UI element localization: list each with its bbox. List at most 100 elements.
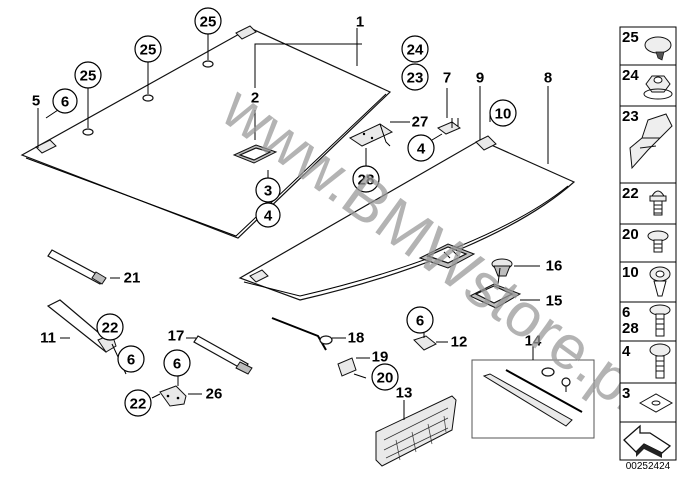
callout-21[interactable]: 21	[124, 270, 141, 287]
part-10-icon	[649, 266, 671, 297]
clip-19[interactable]	[337, 357, 357, 377]
callout-9[interactable]: 9	[476, 70, 484, 87]
callout-23[interactable]: 23	[401, 63, 429, 91]
net-grille-13[interactable]	[375, 395, 457, 467]
callout-6[interactable]: 6	[52, 88, 78, 114]
legend-label: 28	[622, 320, 639, 337]
callout-17[interactable]: 17	[168, 328, 185, 345]
callout-25[interactable]: 25	[194, 7, 222, 35]
callout-28[interactable]: 28	[352, 165, 380, 193]
legend-cell[interactable]: 23	[619, 105, 677, 184]
legend-label: 25	[622, 29, 639, 46]
legend-cell[interactable]: 4	[619, 340, 677, 384]
callout-22[interactable]: 22	[124, 389, 152, 417]
cover-handle[interactable]	[232, 144, 278, 164]
callout-25[interactable]: 25	[74, 61, 102, 89]
legend-label: 23	[622, 108, 639, 125]
callout-6[interactable]: 6	[163, 349, 191, 377]
callout-13[interactable]: 13	[396, 385, 413, 402]
diagram-code: 00252424	[626, 461, 671, 472]
callout-14[interactable]: 14	[525, 333, 542, 350]
part-6-28-icon	[649, 304, 671, 337]
direction-arrow-icon	[623, 424, 672, 458]
legend-cell[interactable]: 3	[619, 382, 677, 423]
legend-label: 3	[622, 385, 630, 402]
svg-text:3: 3	[264, 183, 272, 200]
gas-strut-21[interactable]	[47, 249, 107, 285]
svg-text:4: 4	[417, 141, 426, 158]
legend-label: 10	[622, 264, 639, 281]
legend-label: 4	[622, 343, 631, 360]
callout-18[interactable]: 18	[348, 330, 365, 347]
rivet-16[interactable]	[491, 258, 513, 277]
callout-25[interactable]: 25	[134, 35, 162, 63]
svg-text:6: 6	[61, 94, 69, 111]
callout-labels: 1 2 5 27 7 9 8 21 11 17 26 18 19 13 12 1…	[32, 14, 563, 403]
callout-2[interactable]: 2	[251, 90, 259, 107]
callout-8[interactable]: 8	[544, 70, 552, 87]
svg-text:22: 22	[130, 396, 147, 413]
gas-strut-17[interactable]	[193, 335, 253, 375]
callout-15[interactable]: 15	[546, 293, 563, 310]
bracket-12[interactable]	[413, 335, 437, 351]
svg-text:10: 10	[495, 106, 512, 123]
callout-11[interactable]: 11	[40, 330, 56, 347]
callout-4[interactable]: 4	[407, 134, 435, 162]
legend-label: 22	[622, 185, 639, 202]
legend-cell[interactable]: 25	[619, 26, 677, 66]
legend-cell[interactable]: 628	[619, 301, 677, 342]
bracket-27[interactable]	[348, 123, 394, 147]
svg-text:24: 24	[407, 42, 424, 59]
callout-1[interactable]: 1	[356, 14, 364, 31]
handle-holder-15[interactable]	[468, 283, 522, 309]
legend-cell[interactable]: 24	[619, 64, 677, 107]
watermark: www.BMWstore.pl	[209, 73, 657, 425]
svg-text:4: 4	[264, 208, 273, 225]
callout-7[interactable]: 7	[443, 70, 451, 87]
callout-6[interactable]: 6	[406, 306, 434, 334]
part-25-icon	[644, 36, 672, 61]
svg-text:6: 6	[173, 356, 181, 373]
callout-6[interactable]: 6	[117, 345, 145, 373]
part-23-icon	[629, 113, 673, 170]
svg-text:6: 6	[416, 313, 424, 330]
callout-20[interactable]: 20	[371, 363, 399, 391]
svg-text:25: 25	[140, 42, 157, 59]
clip-7[interactable]	[437, 118, 461, 135]
legend-cell[interactable]: 10	[619, 261, 677, 303]
legend-label: 20	[622, 226, 639, 243]
rear-parcel-shelf[interactable]	[238, 135, 576, 301]
shelf-handle[interactable]	[418, 243, 476, 269]
legend-cell[interactable]	[619, 421, 677, 461]
callout-16[interactable]: 16	[546, 258, 563, 275]
svg-text:22: 22	[102, 320, 119, 337]
luggage-cover-panel[interactable]	[20, 25, 392, 239]
part-20-icon	[647, 230, 669, 253]
callout-4[interactable]: 4	[255, 202, 281, 228]
callout-24[interactable]: 24	[401, 35, 429, 63]
part-3-icon	[638, 393, 674, 413]
callout-10[interactable]: 10	[489, 99, 517, 127]
callout-3[interactable]: 3	[255, 177, 281, 203]
cable-18[interactable]	[271, 317, 333, 351]
part-24-icon	[643, 75, 673, 100]
svg-text:28: 28	[358, 172, 375, 189]
legend-cell[interactable]: 20	[619, 223, 677, 263]
svg-text:6: 6	[127, 352, 135, 369]
svg-text:25: 25	[200, 14, 217, 31]
callout-12[interactable]: 12	[451, 334, 468, 351]
part-4-icon	[649, 343, 671, 379]
kit-14-box[interactable]	[471, 359, 595, 439]
bracket-26[interactable]	[159, 385, 187, 407]
svg-text:23: 23	[407, 70, 424, 87]
callout-27[interactable]: 27	[412, 114, 429, 131]
legend-cell[interactable]: 22	[619, 182, 677, 225]
legend-label: 24	[622, 67, 639, 84]
callout-22[interactable]: 22	[96, 313, 124, 341]
callout-26[interactable]: 26	[206, 386, 223, 403]
svg-text:20: 20	[377, 370, 394, 387]
callout-19[interactable]: 19	[372, 349, 389, 366]
callout-5[interactable]: 5	[32, 93, 40, 110]
